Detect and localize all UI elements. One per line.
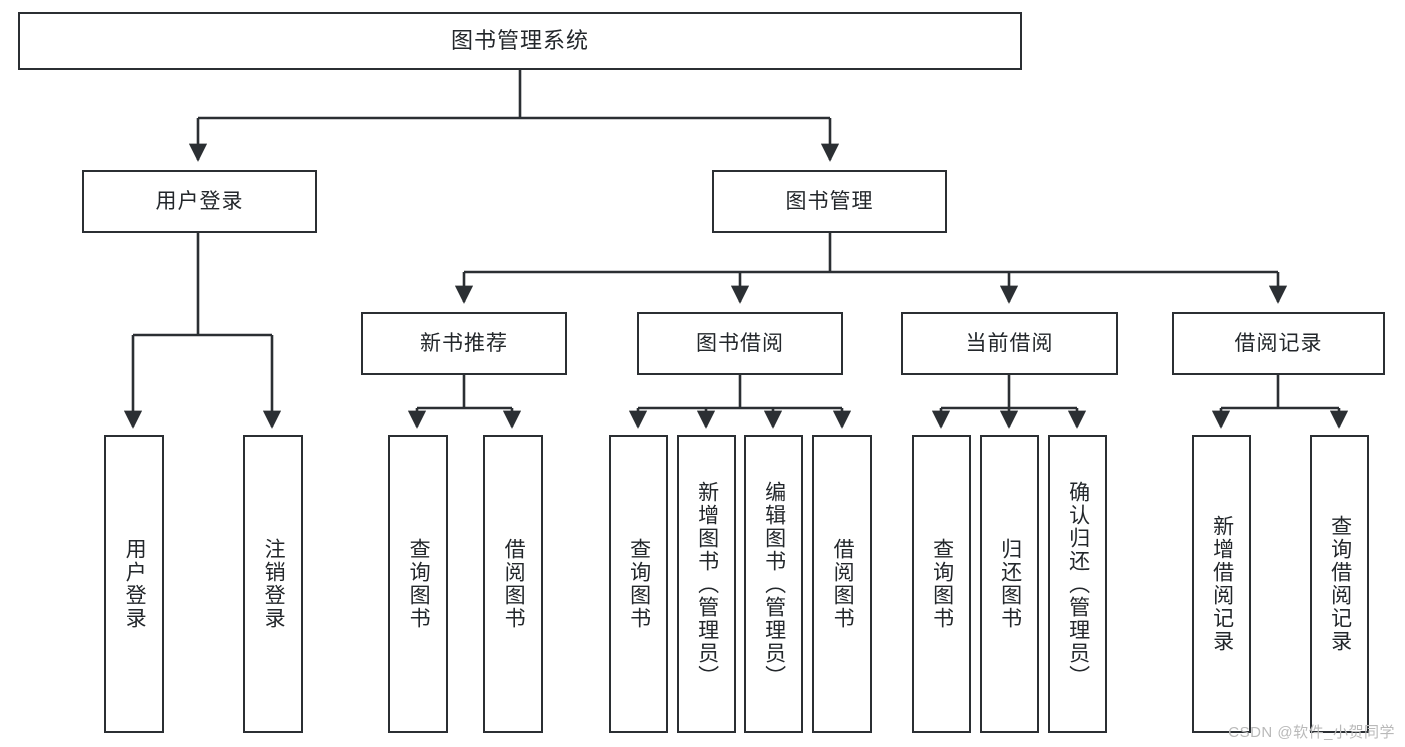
leaf-borrow-book[interactable]: 借阅图书 xyxy=(812,435,872,733)
leaf-return-book-label: 归还图书 xyxy=(998,538,1022,630)
leaf-borrow-book-rec[interactable]: 借阅图书 xyxy=(483,435,543,733)
node-book-borrow[interactable]: 图书借阅 xyxy=(637,312,843,375)
node-book-manage[interactable]: 图书管理 xyxy=(712,170,947,233)
leaf-query-book-current-label: 查询图书 xyxy=(930,538,954,630)
leaf-query-record-label: 查询借阅记录 xyxy=(1328,515,1352,653)
leaf-edit-book-label: 编辑图书（管理员） xyxy=(762,480,786,688)
leaf-add-book[interactable]: 新增图书（管理员） xyxy=(677,435,736,733)
leaf-query-book-borrow[interactable]: 查询图书 xyxy=(609,435,668,733)
node-user-login-label: 用户登录 xyxy=(155,189,244,213)
leaf-query-book-rec[interactable]: 查询图书 xyxy=(388,435,448,733)
csdn-watermark: CSDN @软件_小贺同学 xyxy=(1228,724,1395,741)
leaf-add-record-label: 新增借阅记录 xyxy=(1210,515,1234,653)
node-book-borrow-label: 图书借阅 xyxy=(696,331,784,355)
leaf-user-logout[interactable]: 注销登录 xyxy=(243,435,303,733)
leaf-add-book-label: 新增图书（管理员） xyxy=(695,480,719,688)
node-borrow-record-label: 借阅记录 xyxy=(1234,331,1323,355)
node-borrow-record[interactable]: 借阅记录 xyxy=(1172,312,1385,375)
leaf-return-book[interactable]: 归还图书 xyxy=(980,435,1039,733)
leaf-add-record[interactable]: 新增借阅记录 xyxy=(1192,435,1251,733)
leaf-user-login-label: 用户登录 xyxy=(123,538,147,630)
leaf-confirm-return-label: 确认归还（管理员） xyxy=(1066,480,1090,688)
leaf-borrow-book-rec-label: 借阅图书 xyxy=(502,538,526,630)
leaf-user-logout-label: 注销登录 xyxy=(262,538,286,630)
node-root[interactable]: 图书管理系统 xyxy=(18,12,1022,70)
leaf-confirm-return[interactable]: 确认归还（管理员） xyxy=(1048,435,1107,733)
leaf-query-book-rec-label: 查询图书 xyxy=(407,538,431,630)
leaf-borrow-book-label: 借阅图书 xyxy=(831,538,855,630)
node-current-borrow[interactable]: 当前借阅 xyxy=(901,312,1118,375)
leaf-query-book-borrow-label: 查询图书 xyxy=(627,538,651,630)
node-book-manage-label: 图书管理 xyxy=(785,189,874,213)
leaf-user-login[interactable]: 用户登录 xyxy=(104,435,164,733)
node-root-label: 图书管理系统 xyxy=(450,27,589,53)
leaf-query-book-current[interactable]: 查询图书 xyxy=(912,435,971,733)
leaf-edit-book[interactable]: 编辑图书（管理员） xyxy=(744,435,803,733)
node-new-book-recommend-label: 新书推荐 xyxy=(420,331,508,355)
node-current-borrow-label: 当前借阅 xyxy=(965,331,1054,355)
node-new-book-recommend[interactable]: 新书推荐 xyxy=(361,312,567,375)
node-user-login[interactable]: 用户登录 xyxy=(82,170,317,233)
leaf-query-record[interactable]: 查询借阅记录 xyxy=(1310,435,1369,733)
